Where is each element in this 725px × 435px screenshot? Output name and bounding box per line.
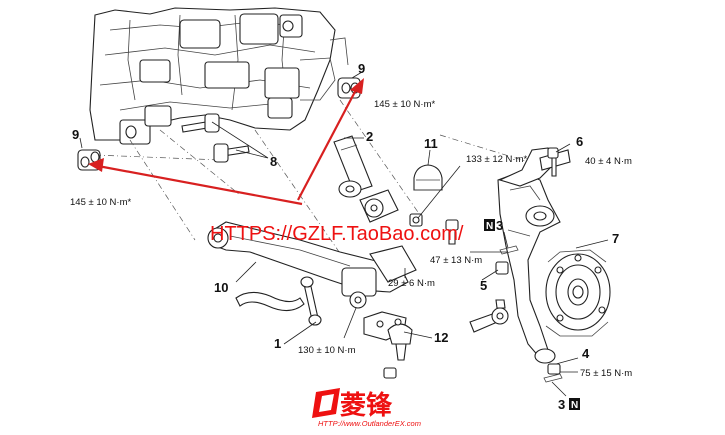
callout-4: 4 bbox=[582, 346, 590, 361]
part-1-stabilizer-link bbox=[235, 276, 322, 326]
castle-nut bbox=[383, 367, 397, 379]
callout-10: 10 bbox=[214, 280, 228, 295]
callout-5: 5 bbox=[480, 278, 487, 293]
bolt-133 bbox=[409, 213, 423, 227]
leader-12 bbox=[403, 331, 433, 339]
part-8-bolts bbox=[181, 113, 250, 163]
leader-3-bottom bbox=[551, 381, 567, 397]
centerline-d bbox=[159, 129, 241, 196]
part-6-bolt bbox=[547, 147, 559, 177]
part-5-nut bbox=[495, 261, 509, 275]
bolt-47 bbox=[445, 219, 459, 245]
part-10-lower-arm bbox=[207, 221, 417, 309]
brand-url: HTTP://www.OutlanderEX.com bbox=[318, 419, 421, 428]
part-12-ball-joint bbox=[363, 311, 413, 361]
callout-8: 8 bbox=[270, 154, 277, 169]
callout-1: 1 bbox=[274, 336, 281, 351]
callout-2: 2 bbox=[366, 129, 373, 144]
n-badge-top: N bbox=[484, 219, 495, 232]
callout-9-right: 9 bbox=[358, 61, 365, 76]
torque-130: 130 ± 10 N·m bbox=[298, 345, 356, 356]
part-4-nut bbox=[547, 363, 561, 375]
leader-8 bbox=[211, 121, 269, 159]
watermark-text: HTTPS://GZLF.TaoBao.com/ bbox=[210, 223, 464, 245]
torque-40: 40 ± 4 N·m bbox=[585, 156, 632, 167]
leader-11 bbox=[427, 149, 431, 166]
callout-12: 12 bbox=[434, 330, 448, 345]
leader-7 bbox=[575, 239, 609, 249]
part-11-bump-stop bbox=[413, 164, 443, 191]
leader-133 bbox=[417, 165, 461, 219]
callout-6: 6 bbox=[576, 134, 583, 149]
svg-text:N: N bbox=[571, 400, 578, 411]
brand-logo: 菱锋 HTTP://www.OutlanderEX.com bbox=[312, 388, 421, 428]
wheel-hub bbox=[545, 249, 611, 337]
callout-labels: 9 9 8 2 11 6 7 10 1 12 3 5 4 3 bbox=[72, 61, 619, 412]
callout-7: 7 bbox=[612, 231, 619, 246]
centerline-e bbox=[339, 99, 421, 216]
part-2-shock-absorber bbox=[333, 135, 399, 223]
torque-145-left: 145 ± 10 N·m* bbox=[70, 197, 131, 208]
leader-10 bbox=[235, 261, 257, 283]
callout-3-top: 3 bbox=[496, 218, 503, 233]
leader-130 bbox=[343, 307, 357, 339]
leader-3-top bbox=[503, 231, 509, 249]
torque-133: 133 ± 12 N·m* bbox=[466, 154, 527, 165]
callout-3-bottom: 3 bbox=[558, 397, 565, 412]
centerline-a bbox=[129, 139, 196, 241]
centerline-b bbox=[254, 129, 356, 276]
torque-47: 47 ± 13 N·m bbox=[430, 255, 482, 266]
svg-text:N: N bbox=[486, 221, 493, 232]
leader-9-right bbox=[351, 71, 363, 79]
red-arrows bbox=[88, 78, 364, 206]
torque-75: 75 ± 15 N·m bbox=[580, 368, 632, 379]
subframe-crossmember bbox=[89, 7, 349, 145]
leader-9-left bbox=[79, 137, 83, 149]
n-badge-bottom: N bbox=[569, 398, 580, 411]
tie-rod-end bbox=[469, 299, 509, 333]
torque-labels: 145 ± 10 N·m* 145 ± 10 N·m* 133 ± 12 N·m… bbox=[70, 99, 632, 379]
callout-11: 11 bbox=[424, 136, 438, 151]
leader-1 bbox=[283, 321, 317, 345]
part-7-steering-knuckle bbox=[497, 171, 561, 364]
callout-9-left: 9 bbox=[72, 127, 79, 142]
torque-145-right: 145 ± 10 N·m* bbox=[374, 99, 435, 110]
brand-logo-text: 菱锋 bbox=[340, 390, 393, 420]
leader-4 bbox=[555, 357, 579, 365]
part-3-cotter-top bbox=[499, 245, 519, 255]
torque-29: 29 ± 6 N·m bbox=[388, 278, 435, 289]
leader-6 bbox=[555, 143, 571, 153]
centerline-c bbox=[94, 154, 221, 161]
leader-5 bbox=[481, 269, 499, 281]
part-3-cotter-bottom bbox=[543, 373, 563, 383]
